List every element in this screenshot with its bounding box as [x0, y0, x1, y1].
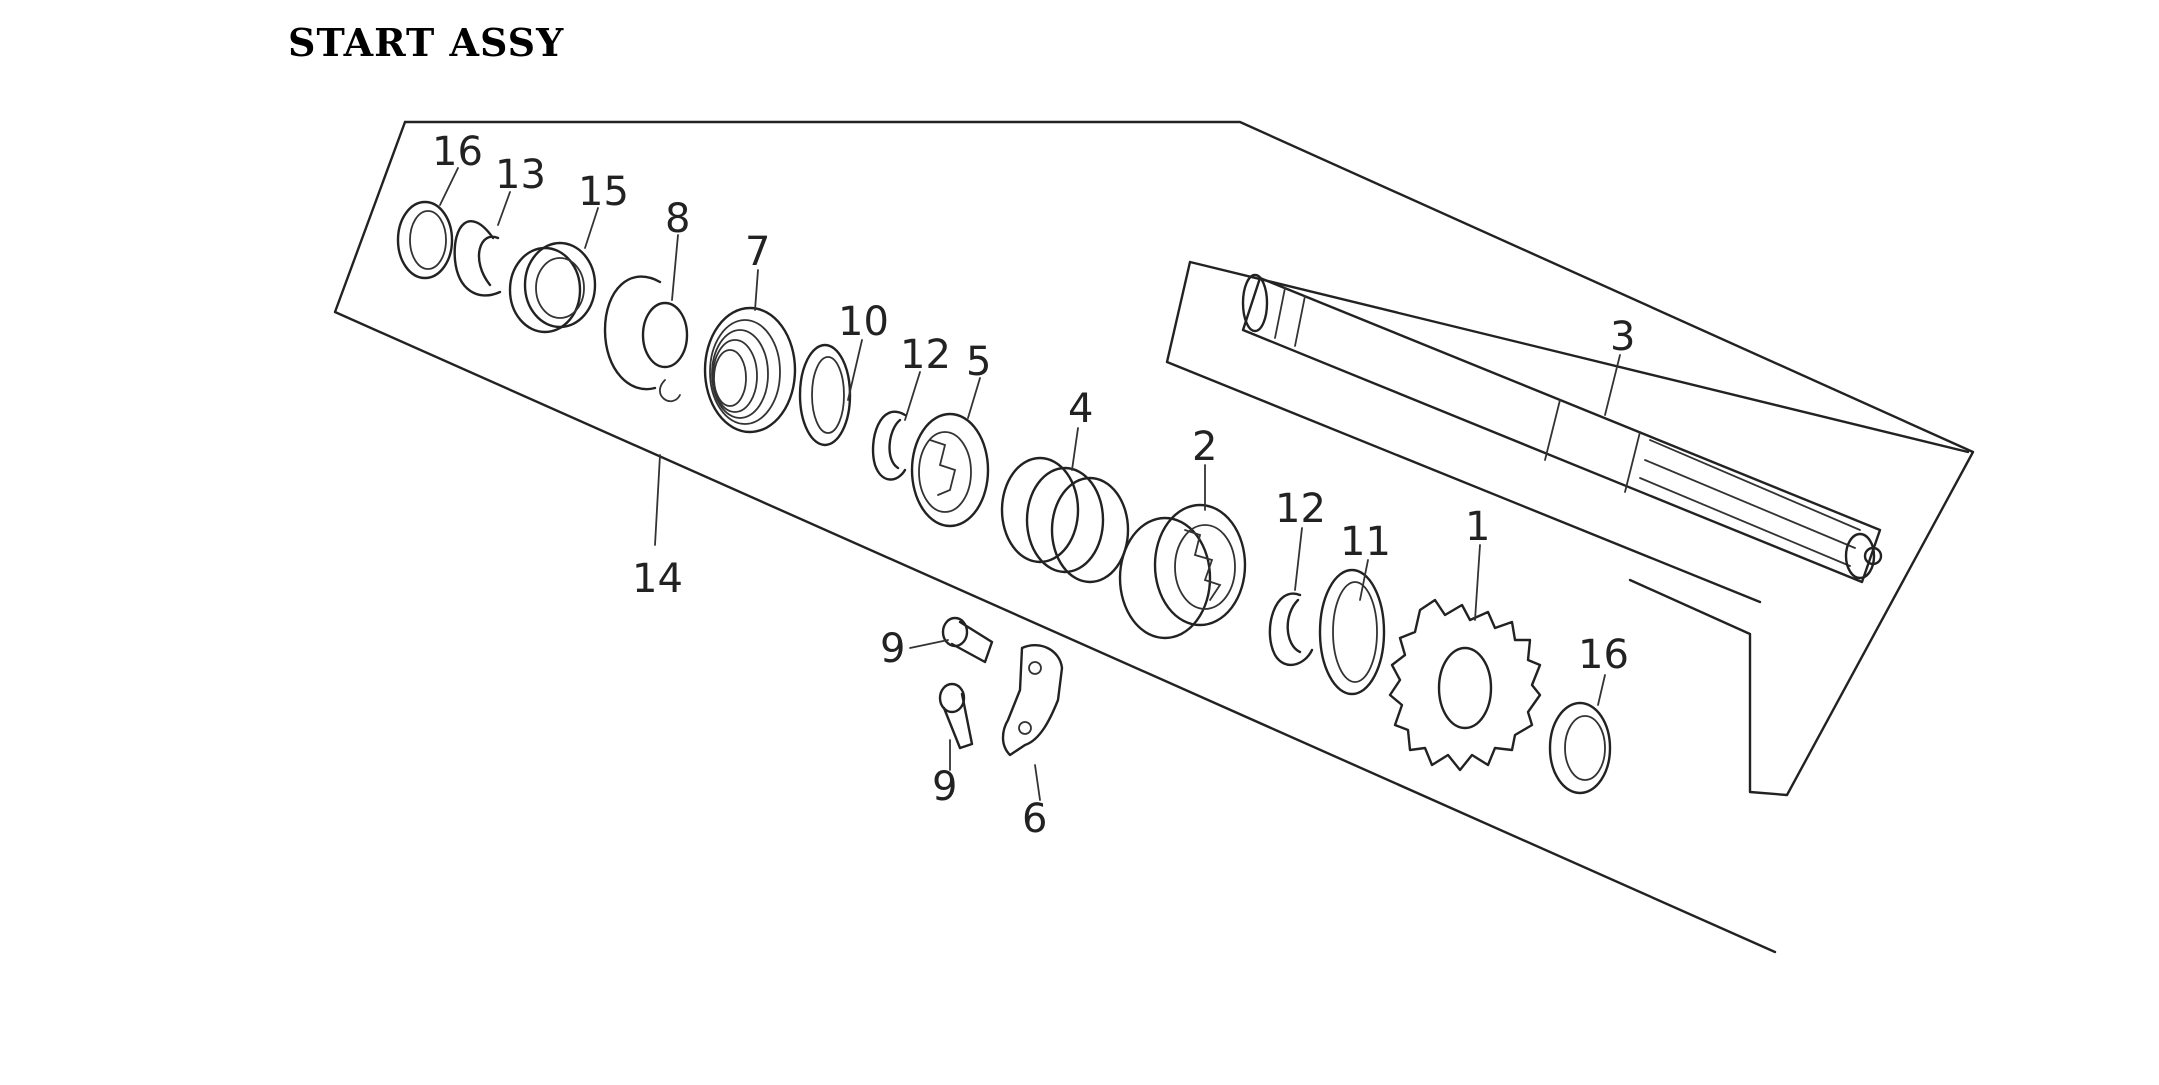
callout-10: 10: [838, 299, 889, 345]
callout-8: 8: [665, 196, 690, 242]
gear-part-1: [1388, 598, 1542, 772]
assembly-frame-lower: [333, 120, 1777, 954]
collar-part-15: [508, 241, 597, 334]
callout-15: 15: [578, 169, 629, 215]
callout-1: 1: [1465, 504, 1490, 550]
bolt-part-9-bottom: [938, 682, 974, 750]
hub-part-2: [1118, 503, 1247, 640]
callout-13: 13: [495, 152, 546, 198]
stopper-plate-part-6: [1001, 644, 1064, 757]
callout-3: 3: [1610, 314, 1635, 360]
callout-14: 14: [632, 556, 683, 602]
callout-12-bottom: 12: [1275, 486, 1326, 532]
callout-9-top: 9: [880, 626, 905, 672]
callout-9-bottom: 9: [932, 764, 957, 810]
callout-2: 2: [1192, 424, 1217, 470]
shaft-frame: [1165, 260, 1970, 604]
ratchet-part-8: [603, 275, 689, 403]
diagram-title: START ASSY: [288, 20, 565, 65]
callout-12-top: 12: [900, 332, 951, 378]
washer-part-16-top: [396, 200, 454, 280]
ratchet-part-5: [910, 412, 990, 528]
callout-16-bottom: 16: [1578, 632, 1629, 678]
washer-part-10: [798, 343, 852, 447]
circlip-part-12-top: [871, 410, 907, 481]
callout-16-top: 16: [432, 129, 483, 175]
callout-4: 4: [1068, 386, 1093, 432]
callout-7: 7: [745, 229, 770, 275]
washer-part-16-bottom: [1548, 701, 1612, 795]
shaft-part-3: [1241, 273, 1883, 584]
circlip-part-12-bottom: [1268, 592, 1314, 667]
spring-part-4: [1000, 456, 1130, 584]
washer-part-11: [1318, 568, 1386, 696]
assembly-frame: [403, 120, 1975, 797]
callout-5: 5: [966, 339, 991, 385]
circlip-part-13: [453, 220, 502, 297]
callout-6: 6: [1022, 796, 1047, 842]
spring-part-7: [703, 306, 797, 434]
bolt-part-9-top: [941, 616, 994, 664]
callout-11: 11: [1340, 519, 1391, 565]
leader-lines: [439, 167, 1621, 801]
